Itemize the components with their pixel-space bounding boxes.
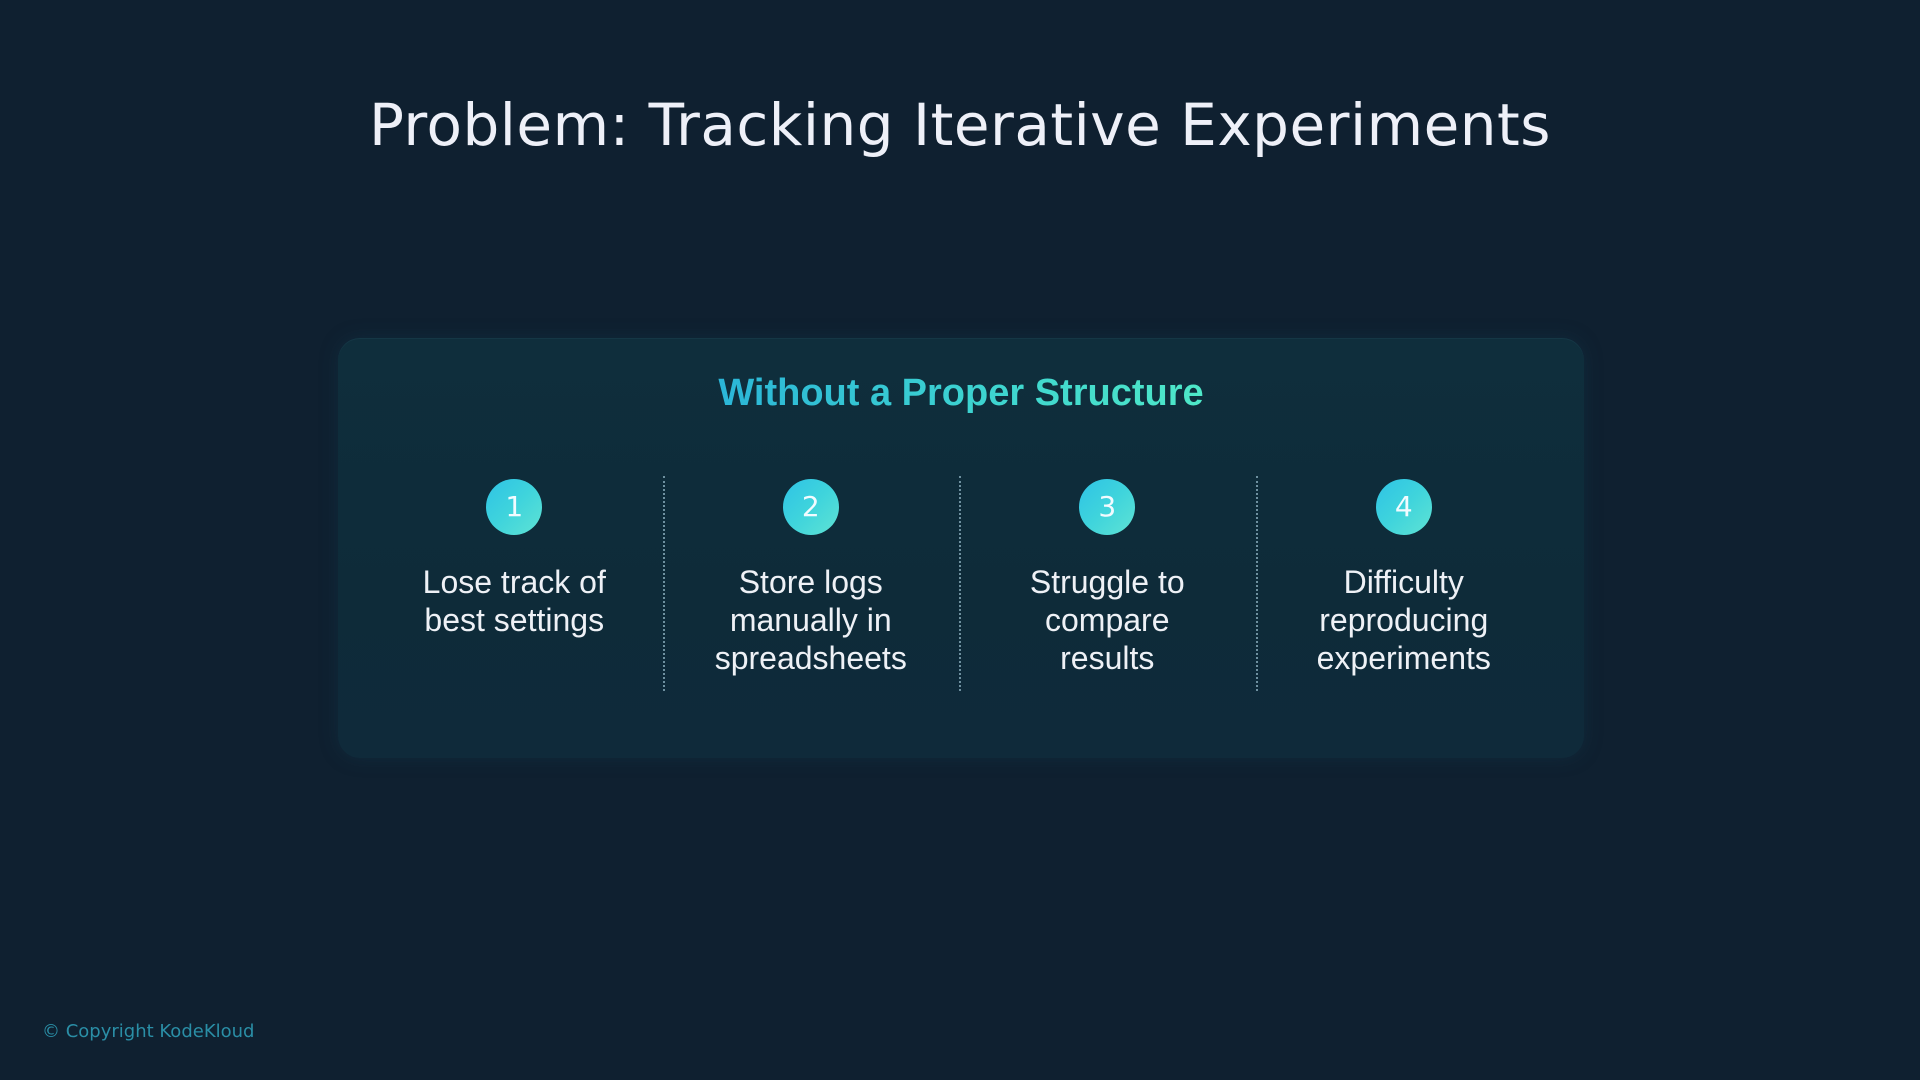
step-item-2: 2 Store logs manually in spreadsheets: [662, 476, 960, 696]
card-heading: Without a Proper Structure: [338, 368, 1584, 418]
slide-title: Problem: Tracking Iterative Experiments: [368, 91, 1552, 159]
steps-list: 1 Lose track of best settings 2 Store lo…: [366, 476, 1552, 696]
step-description: Lose track of best settings: [422, 564, 606, 638]
step-item-3: 3 Struggle to compare results: [959, 476, 1256, 696]
step-number: 2: [801, 490, 820, 523]
problem-card: Without a Proper Structure 1 Lose track …: [338, 338, 1584, 758]
step-number-badge: 1: [486, 479, 543, 535]
step-description: Struggle to compare results: [1029, 564, 1185, 676]
copyright-notice: © Copyright KodeKloud: [42, 1021, 255, 1042]
step-number: 1: [505, 490, 524, 523]
step-number: 4: [1394, 490, 1413, 523]
step-number: 3: [1098, 490, 1117, 523]
step-description: Store logs manually in spreadsheets: [714, 564, 907, 676]
card-heading-text: Without a Proper Structure: [718, 372, 1204, 414]
step-item-4: 4 Difficulty reproducing experiments: [1255, 476, 1553, 696]
step-number-badge: 3: [1079, 479, 1136, 535]
step-number-badge: 4: [1375, 479, 1432, 535]
step-description: Difficulty reproducing experiments: [1316, 564, 1491, 676]
step-item-1: 1 Lose track of best settings: [366, 476, 663, 696]
step-number-badge: 2: [782, 479, 839, 535]
